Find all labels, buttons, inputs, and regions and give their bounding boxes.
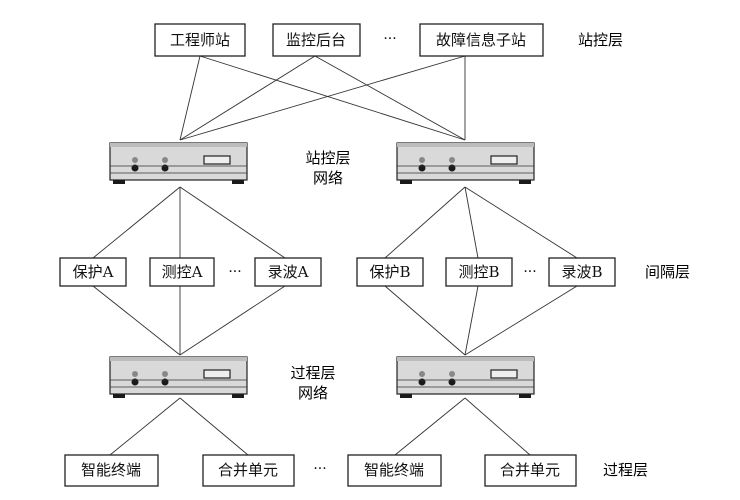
connections [92, 55, 578, 456]
layer-label-process: 过程层 [603, 461, 648, 479]
link-fault-to-switch-left [179, 55, 466, 141]
box-label: 录波B [561, 263, 602, 281]
port-icon [448, 378, 456, 386]
box-label: 保护A [73, 263, 114, 281]
box-label: 测控A [162, 263, 203, 281]
link-protect-a-to-sw3 [92, 285, 181, 356]
port-icon [448, 164, 456, 172]
box-protect-b: 保护B [356, 257, 424, 287]
box-label: 测控B [458, 263, 499, 281]
led-icon [419, 157, 425, 163]
box-label: 智能终端 [81, 461, 141, 479]
link-sw3-to-merge-1 [179, 397, 249, 456]
layer-label-bay: 间隔层 [645, 263, 690, 281]
box-label: 保护B [369, 263, 410, 281]
process-ellipsis: ··· [313, 461, 326, 477]
box-engineer-station: 工程师站 [154, 23, 246, 57]
display-panel [490, 369, 518, 379]
bay-a-ellipsis: ··· [228, 264, 241, 280]
box-label: 监控后台 [286, 31, 346, 49]
box-record-a: 录波A [254, 257, 322, 287]
box-measure-b: 测控B [445, 257, 513, 287]
link-sw1-to-record-a [179, 186, 286, 259]
led-icon [449, 371, 455, 377]
box-protect-a: 保护A [59, 257, 127, 287]
box-label: 智能终端 [364, 461, 424, 479]
box-label: 合并单元 [500, 461, 560, 479]
link-sw2-to-protect-b [384, 186, 466, 259]
link-mon-to-switch-left [179, 55, 316, 141]
label-process-network-line1: 过程层 [290, 364, 335, 382]
link-sw4-to-terminal-2 [394, 397, 466, 456]
box-label: 合并单元 [218, 461, 278, 479]
box-smart-terminal-1: 智能终端 [64, 454, 159, 487]
led-icon [419, 371, 425, 377]
box-monitoring-backend: 监控后台 [272, 23, 361, 57]
link-record-b-to-sw4 [464, 285, 578, 356]
port-icon [131, 164, 139, 172]
station-ellipsis: ··· [383, 31, 396, 47]
label-station-network-line1: 站控层 [305, 149, 350, 167]
link-record-a-to-sw3 [179, 285, 286, 356]
link-protect-b-to-sw4 [384, 285, 466, 356]
box-label: 故障信息子站 [436, 31, 526, 49]
label-station-network-line2: 网络 [313, 169, 343, 187]
port-icon [418, 378, 426, 386]
link-mon-to-switch-right [314, 55, 466, 141]
led-icon [132, 371, 138, 377]
label-process-network-line2: 网络 [298, 384, 328, 402]
display-panel [203, 369, 231, 379]
process-switch-right [396, 356, 535, 398]
link-sw2-to-record-b [464, 186, 578, 259]
station-switch-left [109, 142, 248, 184]
box-label: 录波A [268, 263, 309, 281]
link-eng-to-switch-left [179, 55, 201, 141]
layer-label-station: 站控层 [578, 31, 623, 49]
process-switch-left [109, 356, 248, 398]
link-sw4-to-merge-2 [464, 397, 531, 456]
link-eng-to-switch-right [199, 55, 466, 141]
port-icon [161, 378, 169, 386]
port-icon [161, 164, 169, 172]
link-measure-b-to-sw4 [464, 285, 479, 356]
box-measure-a: 测控A [149, 257, 215, 287]
box-smart-terminal-2: 智能终端 [347, 454, 442, 487]
port-icon [131, 378, 139, 386]
led-icon [162, 371, 168, 377]
box-label: 工程师站 [170, 31, 230, 49]
link-sw3-to-terminal-1 [109, 397, 181, 456]
led-icon [162, 157, 168, 163]
bay-b-ellipsis: ··· [523, 264, 536, 280]
station-switch-right [396, 142, 535, 184]
port-icon [418, 164, 426, 172]
led-icon [132, 157, 138, 163]
led-icon [449, 157, 455, 163]
display-panel [490, 155, 518, 165]
link-sw1-to-protect-a [92, 186, 181, 259]
link-sw2-to-measure-b [464, 186, 479, 259]
box-merging-unit-1: 合并单元 [202, 454, 295, 487]
display-panel [203, 155, 231, 165]
box-merging-unit-2: 合并单元 [484, 454, 577, 487]
box-record-b: 录波B [548, 257, 616, 287]
box-fault-info-substation: 故障信息子站 [419, 23, 544, 57]
